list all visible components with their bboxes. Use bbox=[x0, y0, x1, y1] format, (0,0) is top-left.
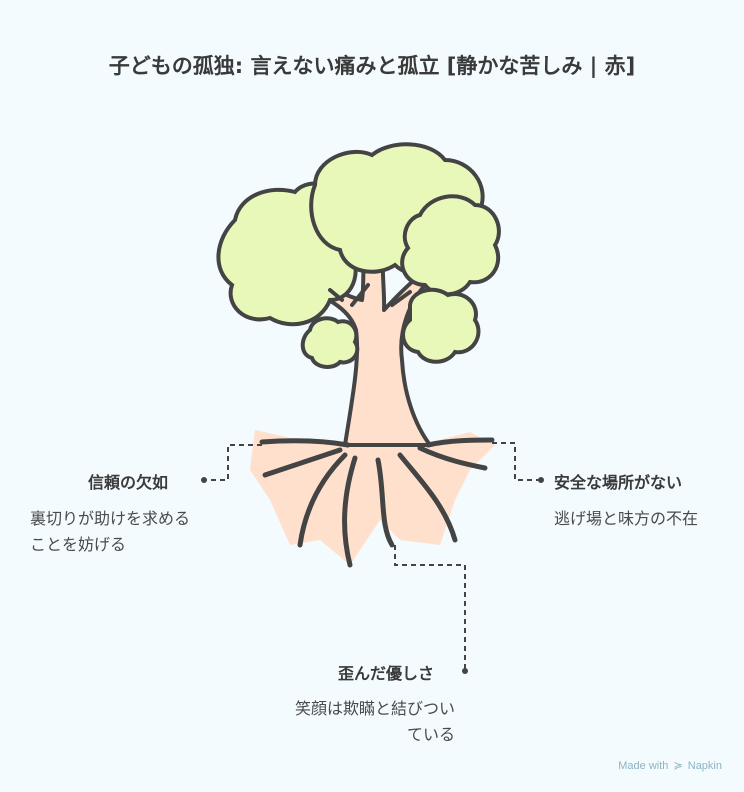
connector-right-dot bbox=[538, 477, 544, 483]
right-branch-label: 安全な場所がない bbox=[554, 473, 683, 492]
connector-left-dot bbox=[201, 477, 207, 483]
bottom-branch-label: 歪んだ優しさ bbox=[338, 664, 435, 683]
connectors bbox=[205, 442, 540, 670]
footer-brand: Napkin bbox=[687, 760, 722, 772]
footer-made-with: Made with bbox=[618, 760, 669, 772]
napkin-logo-icon: ≽ bbox=[673, 760, 683, 772]
footer-credit: Made with ≽ Napkin bbox=[618, 759, 722, 772]
right-branch-description: 逃げ場と味方の不在 bbox=[554, 509, 699, 528]
page-title: 子どもの孤独: 言えない痛みと孤立 [静かな苦しみ | 赤] bbox=[108, 54, 636, 78]
connector-bottom bbox=[394, 545, 466, 670]
foliage-right-cloud bbox=[400, 194, 501, 297]
foliage-lower-right-cloud bbox=[401, 287, 481, 364]
foliage-lower-left-cloud bbox=[300, 316, 360, 369]
tree-foliage bbox=[216, 142, 501, 369]
tree-branches bbox=[328, 283, 412, 307]
connector-right bbox=[492, 442, 540, 481]
left-branch-label: 信頼の欠如 bbox=[88, 473, 169, 492]
tree-roots bbox=[259, 437, 495, 568]
left-branch-description: 裏切りが助けを求めることを妨げる bbox=[30, 509, 191, 554]
connector-bottom-dot bbox=[462, 668, 468, 674]
bottom-branch-description: 笑顔は欺瞞と結びついている bbox=[294, 699, 455, 744]
root-splash bbox=[250, 430, 495, 565]
